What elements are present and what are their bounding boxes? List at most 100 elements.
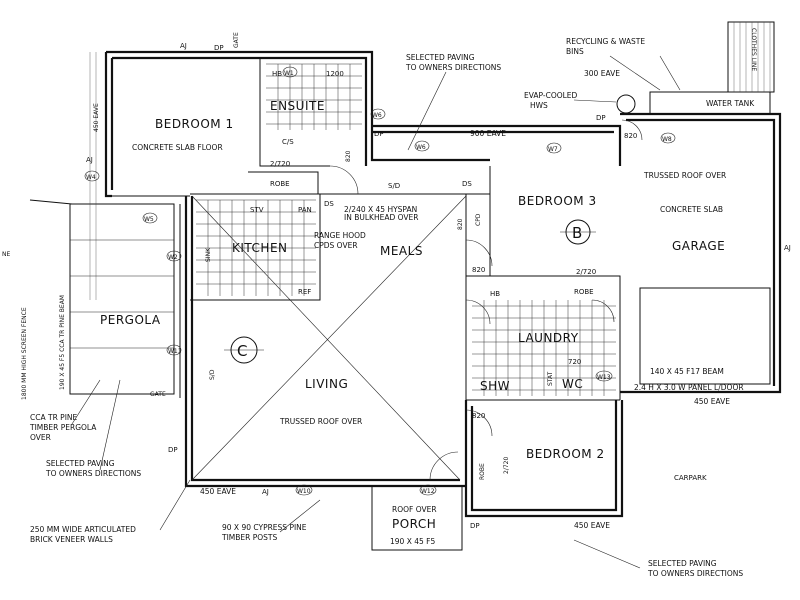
label-dim-820-5: 820	[472, 412, 485, 420]
note-pergola-beam: 190 X 45 F5 CCA TR PINE BEAM	[59, 295, 66, 390]
window-tag: W6	[414, 140, 430, 152]
note-beam: 140 X 45 F17 BEAM	[650, 367, 724, 376]
label-hb-ensuite: HB	[272, 70, 282, 78]
window-tag: W7	[546, 142, 562, 154]
label-dim-820-3: 820	[472, 266, 485, 274]
note-pergola-3: OVER	[30, 433, 51, 442]
svg-text:W11: W11	[168, 348, 182, 355]
label-robe-bed2: ROBE	[479, 463, 486, 480]
note-hyspan-2: IN BULKHEAD OVER	[344, 213, 418, 222]
svg-text:W2: W2	[168, 254, 178, 261]
pergola-structure	[29, 52, 181, 398]
note-porch-beam: 190 X 45 F5	[390, 537, 435, 546]
window-tag: W13	[595, 370, 613, 382]
note-paving-left-2: TO OWNERS DIRECTIONS	[45, 469, 141, 478]
note-paving-top-2: TO OWNERS DIRECTIONS	[405, 63, 501, 72]
room-laundry: LAUNDRY	[518, 331, 579, 345]
note-cypress-2: TIMBER POSTS	[221, 533, 278, 542]
label-ds-1: DS	[324, 200, 334, 208]
note-brick-2: BRICK VENEER WALLS	[30, 535, 113, 544]
svg-text:W7: W7	[548, 146, 558, 153]
svg-text:W10: W10	[297, 488, 311, 495]
leader-lines	[71, 55, 681, 569]
note-gate-left: GATE	[150, 391, 166, 398]
label-stv: STV	[250, 206, 264, 214]
marker-b-letter: B	[572, 224, 582, 242]
svg-text:W13: W13	[597, 374, 611, 381]
note-roof-over: ROOF OVER	[392, 505, 437, 514]
note-paving-bottom-2: TO OWNERS DIRECTIONS	[647, 569, 743, 578]
room-labels: BEDROOM 1 ENSUITE KITCHEN MEALS BEDROOM …	[100, 99, 725, 531]
note-pergola-1: CCA TR PINE	[30, 413, 78, 422]
note-eave-450-garage: 450 EAVE	[694, 397, 730, 406]
label-aj-bottom: AJ	[262, 488, 269, 496]
svg-text:W6: W6	[372, 112, 382, 119]
note-panel-door: 2.4 H X 3.0 W PANEL L/DOOR	[634, 383, 744, 392]
room-kitchen: KITCHEN	[232, 241, 288, 255]
note-eave-450-bl: 450 EAVE	[200, 487, 236, 496]
room-garage: GARAGE	[672, 239, 725, 253]
trussed-roof-diagonals	[191, 195, 467, 481]
porch-structure	[371, 485, 463, 551]
label-hb-laundry: HB	[490, 290, 500, 298]
svg-text:W1: W1	[284, 70, 294, 77]
note-pergola-2: TIMBER PERGOLA	[29, 423, 97, 432]
window-tag: W10	[295, 484, 313, 496]
label-dim-1200: 1200	[326, 70, 344, 78]
note-recycling-2: BINS	[566, 47, 584, 56]
note-eave-450-top: 450 EAVE	[93, 103, 100, 132]
label-aj-top: AJ	[180, 42, 187, 50]
note-clothes-line: CLOTHES LINE	[750, 28, 757, 71]
note-gate-top: GATE	[233, 32, 240, 48]
note-water-tank: WATER TANK	[706, 99, 755, 108]
svg-text:W12: W12	[421, 488, 435, 495]
label-cpd: CPD	[475, 213, 482, 226]
outer-walls	[104, 50, 782, 518]
label-dp-top: DP	[214, 44, 224, 52]
note-concrete-slab-floor: CONCRETE SLAB FLOOR	[132, 143, 223, 152]
note-range-hood-1: RANGE HOOD	[314, 231, 366, 240]
annotations: CONCRETE SLAB FLOOR SELECTED PAVING TO O…	[21, 28, 757, 578]
window-tag: W1	[282, 66, 298, 78]
section-marker-c: C	[224, 336, 264, 364]
room-meals: MEALS	[380, 244, 423, 258]
label-dim-2720-1: 2/720	[270, 160, 290, 168]
note-paving-bottom-1: SELECTED PAVING	[648, 559, 717, 568]
label-cs: C/S	[282, 138, 294, 146]
label-dim-720: 720	[568, 358, 581, 366]
note-evap-2: HWS	[530, 101, 548, 110]
note-recycling-1: RECYCLING & WASTE	[566, 37, 645, 46]
label-aj-right: AJ	[784, 244, 791, 252]
label-sd-2: S/D	[209, 369, 216, 380]
room-pergola: PERGOLA	[100, 313, 161, 327]
note-eave-900: 900 EAVE	[470, 129, 506, 138]
window-tags: W1 W6 W6 W7 W8 W4 W5 W2 W11 W10 W12 W13	[84, 66, 676, 496]
label-dp-2: DP	[596, 114, 606, 122]
label-ne: NE	[2, 251, 10, 258]
note-eave-450-br: 450 EAVE	[574, 521, 610, 530]
label-robe-bed1: ROBE	[270, 180, 290, 188]
window-tag: W5	[142, 212, 158, 224]
label-dp-1: DP	[374, 130, 384, 138]
svg-text:W6: W6	[416, 144, 426, 151]
label-dim-820-4: 820	[624, 132, 637, 140]
label-sink: SINK	[205, 247, 212, 262]
room-bedroom-2: BEDROOM 2	[526, 447, 605, 461]
svg-text:W8: W8	[662, 136, 672, 143]
note-evap-1: EVAP-COOLED	[524, 91, 578, 100]
note-hyspan-1: 2/240 X 45 HYSPAN	[344, 205, 417, 214]
note-screen-fence: 1800 MM HIGH SCREEN FENCE	[21, 307, 28, 400]
section-marker-b: B	[560, 219, 596, 245]
label-dp-3: DP	[168, 446, 178, 454]
garage-details	[616, 21, 775, 385]
note-range-hood-2: CPDS OVER	[314, 241, 358, 250]
door-swings	[329, 119, 643, 481]
note-concrete-slab: CONCRETE SLAB	[660, 205, 723, 214]
note-paving-top-1: SELECTED PAVING	[406, 53, 475, 62]
room-wc: WC	[562, 377, 583, 391]
room-living: LIVING	[305, 377, 348, 391]
note-eave-300: 300 EAVE	[584, 69, 620, 78]
ensuite-tiles	[266, 63, 362, 130]
window-tag: W12	[419, 484, 437, 496]
window-tag: W8	[660, 132, 676, 144]
